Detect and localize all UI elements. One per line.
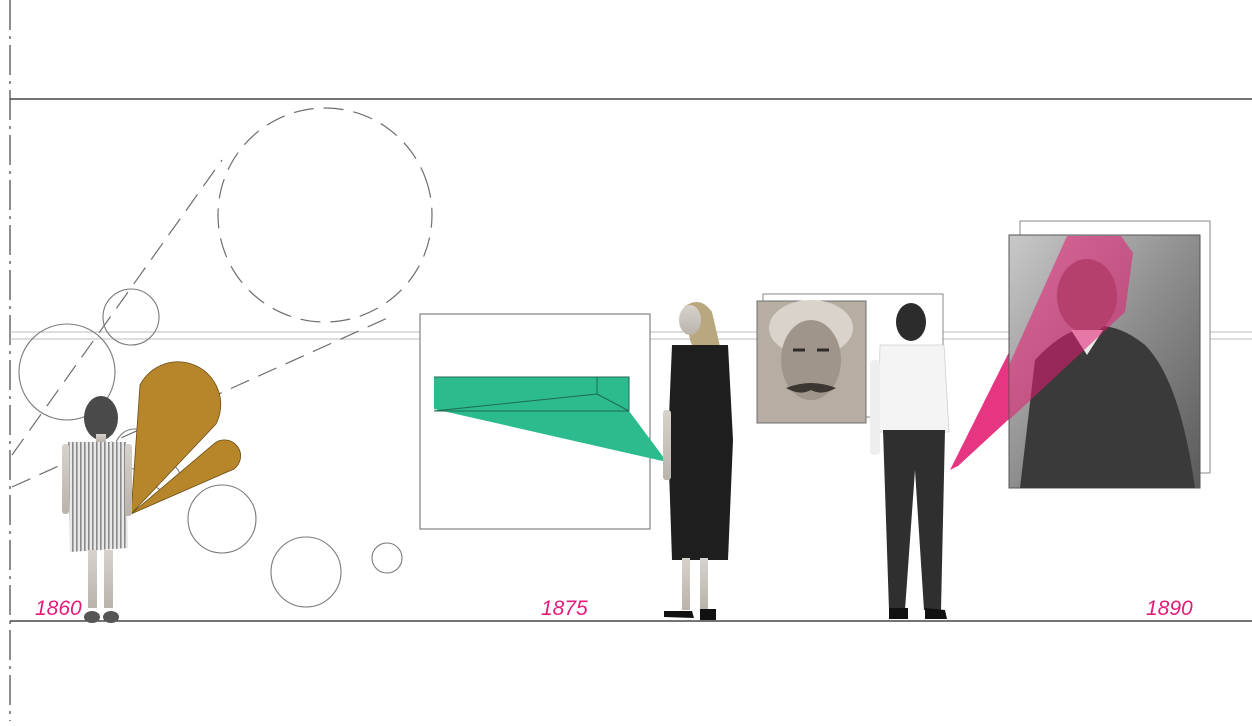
child-leg-left [88, 550, 97, 608]
gold-cone-large [130, 361, 222, 516]
woman-view-cone [433, 376, 667, 462]
circle-2 [102, 288, 160, 346]
child-leg-right [104, 550, 113, 608]
child-hair [84, 396, 118, 440]
man-arm [870, 360, 880, 455]
child-dress [68, 442, 128, 552]
child-arm-left [62, 444, 69, 514]
woman-leg-right [700, 558, 708, 610]
child-view-cones [130, 361, 241, 516]
circle-5 [187, 484, 257, 554]
woman-shoes [664, 609, 716, 620]
child-figure [62, 396, 132, 623]
year-label-1875: 1875 [541, 597, 588, 620]
green-cone-edges [433, 376, 630, 412]
woman-arm [663, 410, 671, 480]
dashed-thought-bubble [11, 107, 433, 488]
photograph-portrait-artwork [1008, 220, 1211, 489]
woman-head [679, 305, 701, 335]
sketch-moustache [786, 383, 836, 393]
photo-pink-overlay [1009, 236, 1133, 420]
child-arm-right [125, 444, 132, 516]
dashed-large-ellipse [217, 107, 433, 323]
gold-cone-small [130, 439, 241, 515]
sketch-face [781, 320, 841, 400]
child-shoe-right [103, 611, 119, 623]
woman-figure [663, 302, 733, 620]
circle-7 [371, 542, 403, 574]
green-cone [434, 377, 667, 462]
circle-1 [18, 323, 116, 421]
woman-dress [668, 345, 733, 560]
man-shoes [889, 608, 947, 619]
child-neck [96, 434, 106, 442]
man-trousers [883, 430, 945, 610]
year-label-1890: 1890 [1146, 597, 1193, 620]
circle-6 [270, 536, 342, 608]
year-label-1860: 1860 [35, 597, 82, 620]
dashed-ray-upper [11, 159, 223, 456]
man-shirt [877, 344, 950, 433]
child-shoe-left [84, 611, 100, 623]
man-figure [870, 303, 950, 619]
man-head [896, 303, 926, 341]
woman-leg-left [682, 558, 690, 610]
